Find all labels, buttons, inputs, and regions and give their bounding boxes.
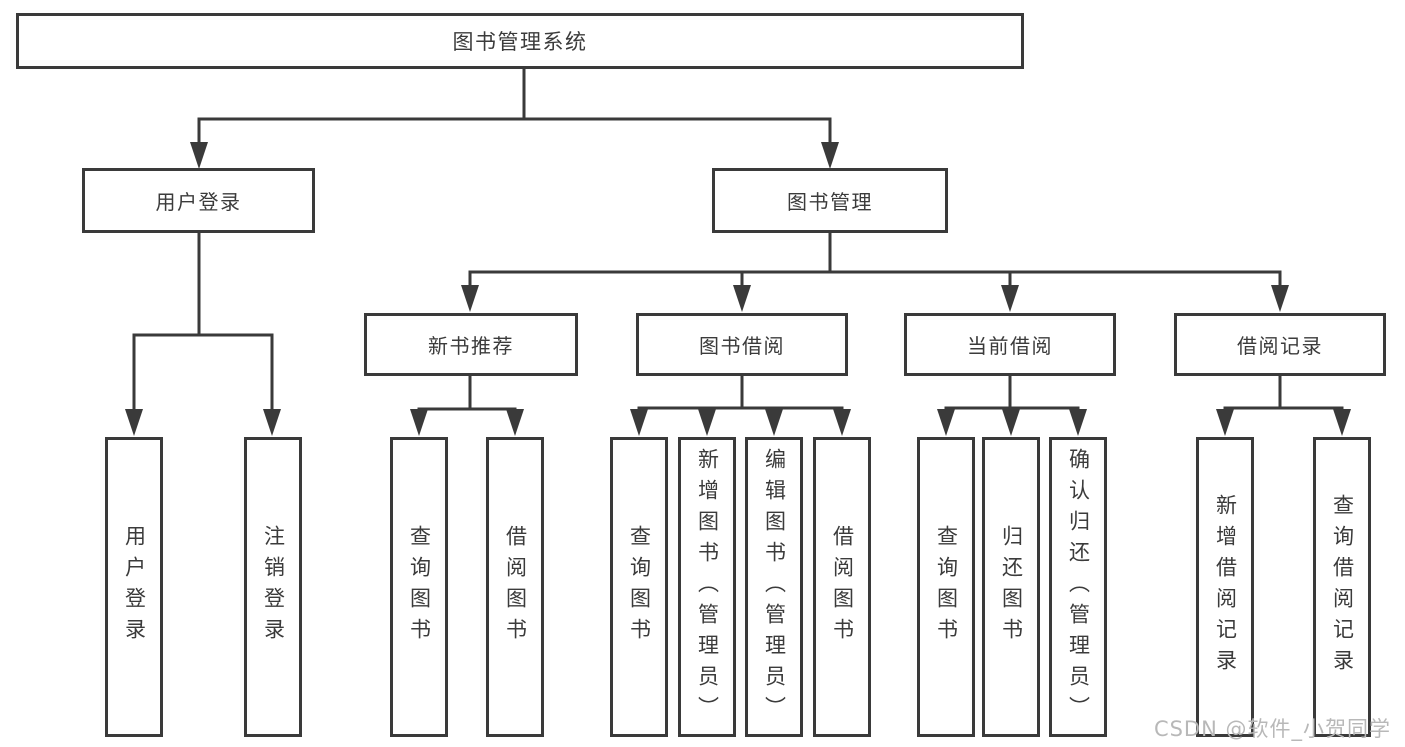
node-current-borrowing: 当前借阅 [904,313,1116,376]
leaf-add-book-admin: 新增图书（管理员） [678,437,736,737]
leaf-return-book: 归还图书 [982,437,1040,737]
leaf-borrow-books-recommend: 借阅图书 [486,437,544,737]
leaf-query-borrow-record-label: 查询借阅记录 [1330,494,1355,680]
leaf-query-books-current-label: 查询图书 [934,525,959,649]
leaf-user-login: 用户登录 [105,437,163,737]
node-book-borrowing-label: 图书借阅 [699,334,785,358]
leaf-query-books-borrowing: 查询图书 [610,437,668,737]
leaf-add-borrow-record-label: 新增借阅记录 [1213,494,1238,680]
node-root: 图书管理系统 [16,13,1024,69]
leaf-edit-book-admin-label: 编辑图书（管理员） [762,447,787,727]
node-root-label: 图书管理系统 [452,30,588,54]
node-new-book-recommend: 新书推荐 [364,313,578,376]
leaf-query-books-borrowing-label: 查询图书 [627,525,652,649]
node-book-borrowing: 图书借阅 [636,313,848,376]
node-book-management: 图书管理 [712,168,948,233]
leaf-borrow-books-borrowing: 借阅图书 [813,437,871,737]
leaf-edit-book-admin: 编辑图书（管理员） [745,437,803,737]
node-user-login-label: 用户登录 [155,190,242,214]
leaf-user-login-label: 用户登录 [122,525,147,649]
leaf-query-borrow-record: 查询借阅记录 [1313,437,1371,737]
node-borrow-records: 借阅记录 [1174,313,1386,376]
leaf-borrow-books-borrowing-label: 借阅图书 [830,525,855,649]
leaf-query-books-recommend: 查询图书 [390,437,448,737]
leaf-add-borrow-record: 新增借阅记录 [1196,437,1254,737]
leaf-borrow-books-recommend-label: 借阅图书 [503,525,528,649]
node-current-borrowing-label: 当前借阅 [967,334,1053,358]
leaf-logout: 注销登录 [244,437,302,737]
leaf-confirm-return-admin-label: 确认归还（管理员） [1066,447,1091,727]
leaf-add-book-admin-label: 新增图书（管理员） [695,447,720,727]
leaf-return-book-label: 归还图书 [999,525,1024,649]
leaf-confirm-return-admin: 确认归还（管理员） [1049,437,1107,737]
node-user-login: 用户登录 [82,168,315,233]
leaf-logout-label: 注销登录 [261,525,286,649]
node-new-book-recommend-label: 新书推荐 [428,334,514,358]
leaf-query-books-current: 查询图书 [917,437,975,737]
watermark: CSDN @软件_小贺同学 [1153,717,1391,741]
node-borrow-records-label: 借阅记录 [1237,334,1323,358]
leaf-query-books-recommend-label: 查询图书 [407,525,432,649]
node-book-management-label: 图书管理 [787,190,873,214]
